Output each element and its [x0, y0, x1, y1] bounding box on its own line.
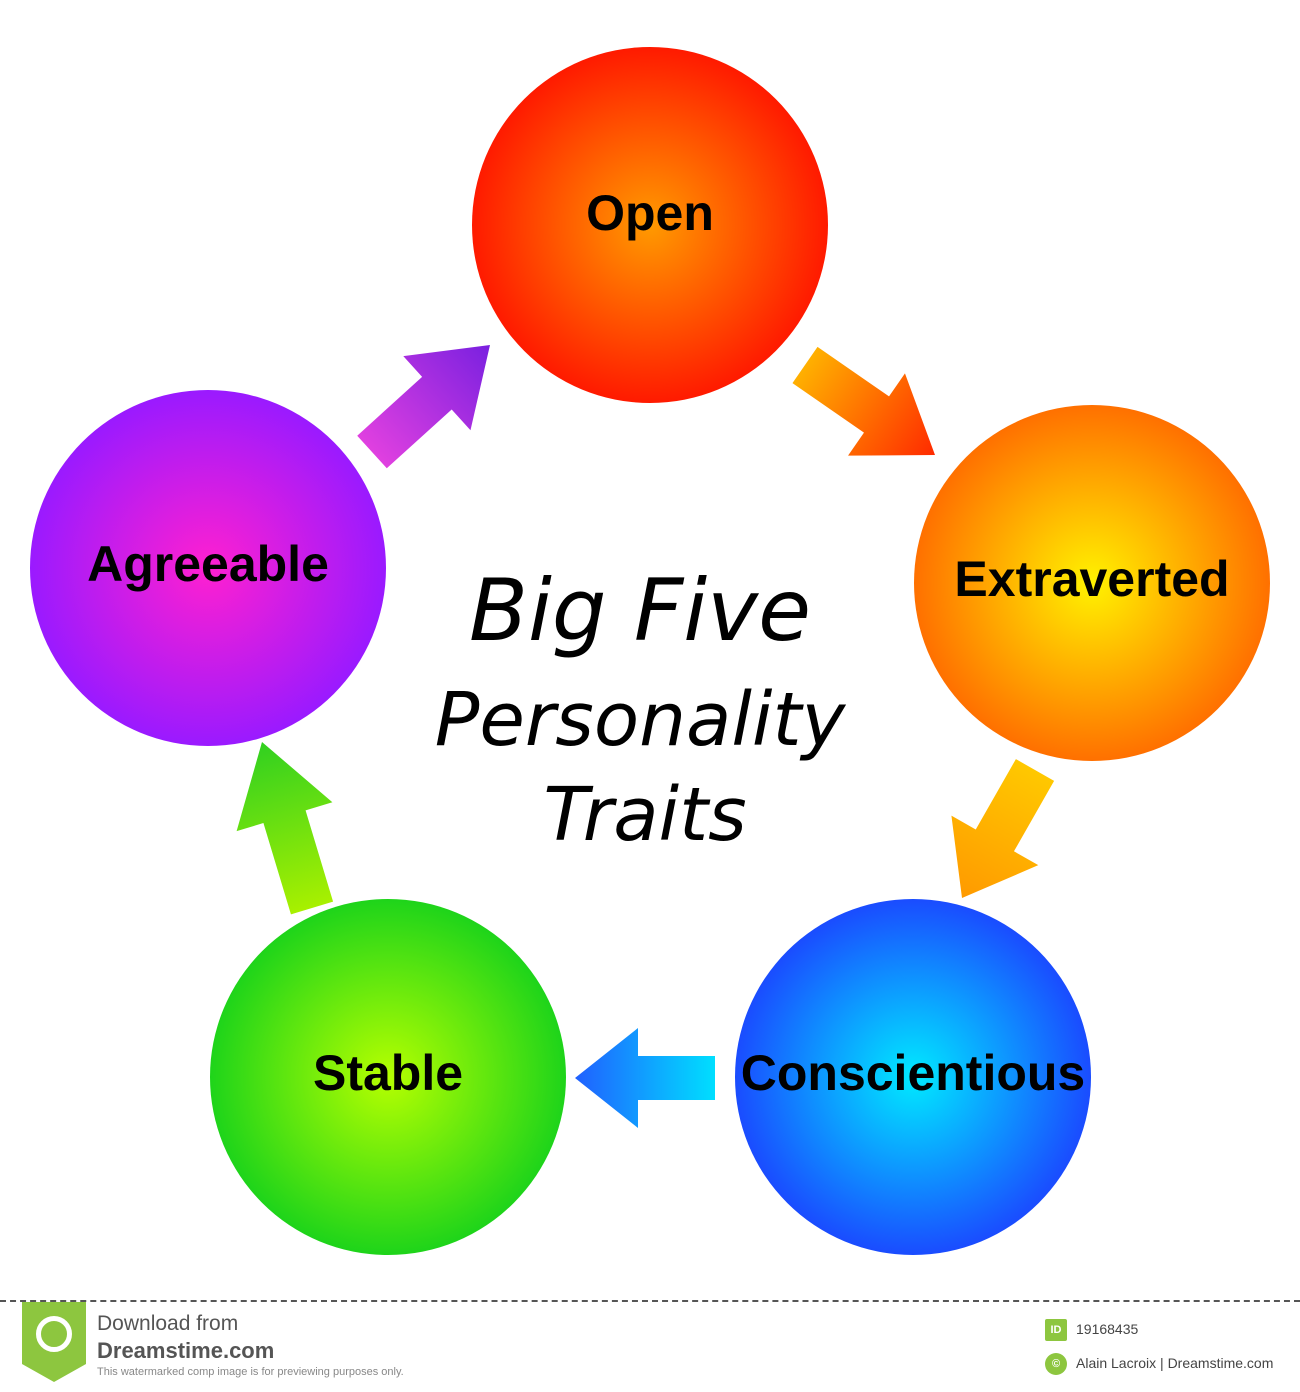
trait-label-agreeable: Agreeable [87, 536, 329, 592]
dreamstime-logo-icon [22, 1302, 86, 1382]
trait-circle-extraverted [914, 405, 1270, 761]
title-line-3: Traits [543, 772, 746, 858]
trait-label-stable: Stable [313, 1045, 463, 1101]
author-credit: Alain Lacroix | Dreamstime.com [1076, 1355, 1274, 1371]
download-from-text: Download from [97, 1312, 239, 1335]
arrow-extraverted-to-conscientious-icon [951, 759, 1055, 898]
id-icon: ID [1045, 1319, 1067, 1341]
trait-circle-conscientious [735, 899, 1091, 1255]
arrow-agreeable-to-open-icon [357, 344, 490, 469]
preview-notice: This watermarked comp image is for previ… [97, 1366, 404, 1378]
trait-circle-agreeable [30, 390, 386, 746]
title-line-2: Personality [435, 677, 847, 763]
watermark-footer: Download from Dreamstime.com This waterm… [0, 1300, 1300, 1392]
trait-circle-open [472, 47, 828, 403]
trait-label-extraverted: Extraverted [954, 551, 1229, 607]
site-name[interactable]: Dreamstime.com [97, 1338, 275, 1363]
arrow-conscientious-to-stable-icon [575, 1028, 715, 1128]
copyright-icon: © [1045, 1353, 1067, 1375]
arrow-stable-to-agreeable-icon [236, 741, 334, 915]
image-id: 19168435 [1076, 1321, 1139, 1337]
trait-label-open: Open [586, 185, 714, 241]
trait-circle-stable [210, 899, 566, 1255]
title-line-1: Big Five [469, 561, 811, 661]
arrow-open-to-extraverted-icon [792, 346, 935, 456]
trait-label-conscientious: Conscientious [741, 1045, 1085, 1101]
